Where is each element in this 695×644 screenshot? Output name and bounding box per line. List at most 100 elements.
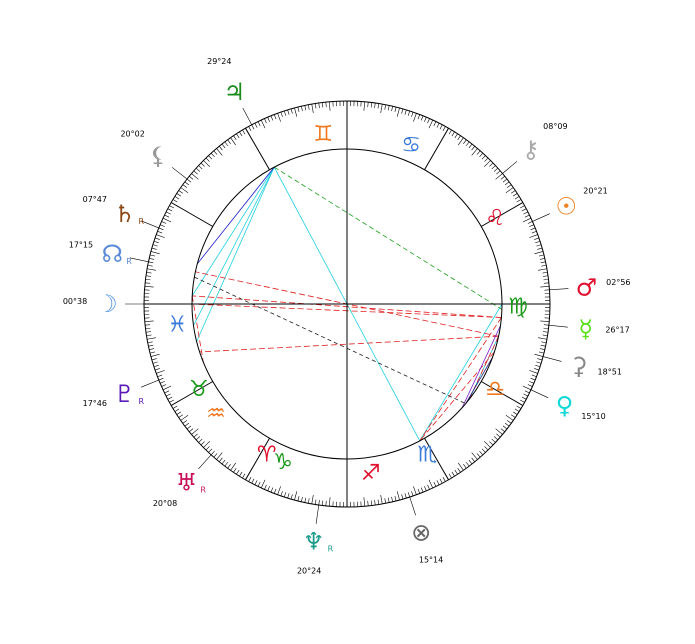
pluto-icon: ♇	[114, 380, 136, 408]
degree-tick	[537, 358, 543, 361]
degree-tick	[157, 230, 163, 234]
aspect-line-17	[194, 276, 466, 404]
degree-tick	[404, 109, 407, 115]
degree-tick	[145, 282, 151, 284]
degree-tick	[387, 497, 390, 503]
degree-tick	[454, 133, 458, 139]
degree-tick	[248, 126, 252, 131]
degree-tick	[521, 208, 527, 212]
degree-tick	[442, 126, 446, 131]
degree-tick	[164, 390, 170, 394]
degree-tick	[507, 420, 512, 424]
degree-tick	[427, 118, 430, 124]
degree-tick	[160, 381, 165, 384]
sun-degree-label: 20°21	[583, 186, 607, 195]
degree-tick	[457, 467, 461, 473]
sign-divider	[170, 202, 214, 227]
degree-tick	[150, 353, 160, 357]
sign-divider	[170, 381, 214, 406]
degree-tick	[169, 205, 174, 209]
degree-tick	[311, 104, 314, 113]
degree-tick	[543, 331, 549, 333]
degree-tick	[264, 118, 267, 124]
degree-tick	[523, 393, 529, 397]
degree-tick	[172, 199, 178, 203]
degree-tick	[471, 146, 475, 151]
chiron-degree-label: 08°09	[543, 122, 567, 131]
degree-tick	[483, 440, 491, 448]
degree-tick	[433, 121, 437, 127]
degree-tick	[407, 110, 411, 116]
degree-tick	[297, 106, 300, 112]
degree-tick	[287, 109, 290, 115]
degree-tick	[451, 471, 455, 477]
degree-tick	[377, 103, 380, 109]
degree-tick	[321, 500, 324, 506]
degree-tick	[520, 399, 525, 403]
degree-tick	[236, 133, 240, 139]
degree-tick	[145, 275, 151, 277]
degree-tick	[208, 155, 213, 160]
degree-tick	[407, 492, 411, 498]
degree-tick	[539, 348, 545, 350]
degree-tick	[436, 122, 440, 128]
degree-tick	[493, 436, 499, 441]
degree-tick	[534, 368, 540, 371]
degree-tick	[543, 324, 549, 326]
chiron-icon: ⚳	[570, 352, 588, 380]
fortune-pointer	[409, 496, 416, 516]
degree-tick	[158, 377, 164, 381]
aspect-line-7	[199, 335, 499, 353]
degree-tick	[154, 368, 160, 371]
degree-tick	[458, 137, 464, 146]
degree-tick	[195, 436, 201, 441]
degree-tick	[172, 405, 178, 409]
degree-tick	[160, 224, 165, 227]
degree-tick	[254, 122, 258, 128]
degree-tick	[307, 104, 310, 110]
node-degree-label: 17°15	[69, 240, 93, 249]
degree-tick	[420, 487, 424, 493]
degree-tick	[387, 105, 390, 111]
degree-tick	[512, 193, 518, 197]
sun-icon: ☉	[555, 192, 577, 220]
degree-tick	[267, 486, 270, 491]
zodiac-sign-8: ♐	[361, 461, 381, 486]
degree-tick	[448, 129, 452, 135]
degree-tick	[277, 113, 281, 122]
degree-tick	[463, 464, 467, 469]
pluto-pointer	[141, 379, 159, 388]
degree-tick	[165, 211, 171, 215]
degree-tick	[145, 324, 151, 326]
neptune-retrograde-marker: R	[328, 545, 334, 554]
aspect-line-16	[465, 356, 493, 404]
degree-tick	[380, 104, 383, 113]
degree-tick	[502, 425, 508, 430]
degree-tick	[377, 499, 380, 505]
zodiac-sign-11: ♓	[167, 312, 187, 337]
degree-tick	[413, 486, 417, 495]
degree-tick	[471, 457, 475, 462]
aspect-line-4	[196, 166, 275, 265]
sign-divider	[245, 127, 270, 171]
degree-tick	[543, 327, 549, 330]
sun-pointer	[532, 213, 550, 222]
degree-tick	[153, 240, 159, 244]
mars-pointer	[549, 288, 569, 291]
degree-tick	[401, 108, 404, 114]
degree-tick	[542, 271, 548, 274]
part-of-fortune-icon: ⊗	[411, 518, 431, 546]
degree-tick	[543, 282, 549, 284]
degree-tick	[534, 237, 540, 240]
degree-tick	[148, 261, 154, 264]
degree-tick	[178, 190, 184, 194]
degree-tick	[484, 157, 489, 162]
degree-tick	[531, 230, 537, 234]
degree-tick	[307, 498, 310, 504]
degree-tick	[213, 453, 218, 458]
degree-tick	[325, 102, 327, 108]
degree-tick	[527, 384, 533, 387]
degree-tick	[297, 496, 300, 502]
degree-tick	[301, 496, 303, 502]
degree-tick	[193, 433, 198, 438]
